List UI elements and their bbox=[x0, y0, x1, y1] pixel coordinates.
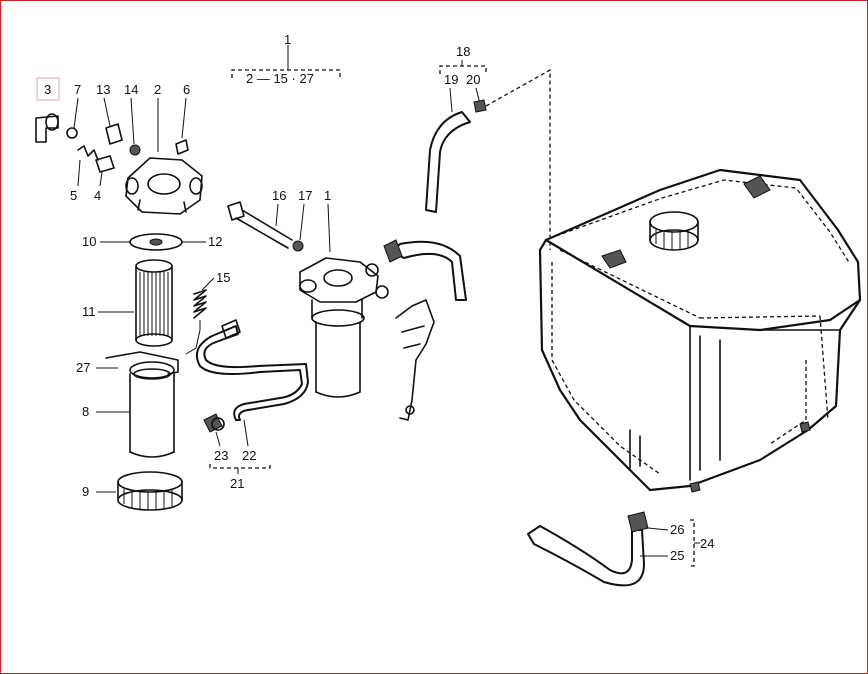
ring-nut-9 bbox=[117, 471, 183, 511]
label-11: 11 bbox=[82, 304, 96, 319]
label-26: 26 bbox=[670, 522, 684, 537]
mounting-bracket bbox=[395, 299, 435, 421]
label-17: 17 bbox=[298, 188, 312, 203]
bolt-16 bbox=[227, 201, 293, 249]
plug-13 bbox=[105, 123, 123, 145]
label-4: 4 bbox=[94, 188, 101, 203]
label-2: 2 bbox=[154, 82, 161, 97]
hose-19 bbox=[425, 99, 487, 213]
nut-14 bbox=[129, 144, 141, 156]
label-12: 12 bbox=[208, 234, 222, 249]
label-22: 22 bbox=[242, 448, 256, 463]
highlight-box-3 bbox=[36, 77, 60, 101]
label-15: 15 bbox=[216, 270, 230, 285]
label-16: 16 bbox=[272, 188, 286, 203]
label-10: 10 bbox=[82, 234, 96, 249]
bleed-screw-6 bbox=[175, 139, 189, 155]
label-3: 3 bbox=[44, 82, 51, 97]
hose-clamp-23 bbox=[203, 413, 225, 433]
hose-22 bbox=[196, 319, 309, 421]
label-7: 7 bbox=[74, 82, 81, 97]
label-25: 25 bbox=[670, 548, 684, 563]
filter-head-2 bbox=[125, 157, 203, 215]
label-6: 6 bbox=[183, 82, 190, 97]
label-8: 8 bbox=[82, 404, 89, 419]
gasket-10-12 bbox=[129, 233, 183, 251]
washer-7 bbox=[66, 127, 78, 139]
fuel-tank bbox=[538, 168, 862, 493]
label-19: 19 bbox=[444, 72, 458, 87]
filter-element-11 bbox=[135, 259, 173, 347]
label-1-group: 2 — 15 · 27 bbox=[246, 71, 314, 86]
filter-assembly-1 bbox=[299, 257, 389, 398]
drain-hose-25 bbox=[527, 511, 649, 587]
label-5: 5 bbox=[70, 188, 77, 203]
washer-17 bbox=[292, 240, 304, 252]
hose-return bbox=[383, 239, 467, 301]
spring-5 bbox=[77, 145, 99, 161]
label-14: 14 bbox=[124, 82, 138, 97]
elbow-fitting-3 bbox=[35, 113, 59, 143]
label-9: 9 bbox=[82, 484, 89, 499]
label-23: 23 bbox=[214, 448, 228, 463]
callout-24-25-26: 26 25 24 bbox=[640, 519, 714, 567]
label-24: 24 bbox=[700, 536, 714, 551]
group-bracket-1: 1 2 — 15 · 27 bbox=[231, 32, 341, 86]
label-1b: 1 bbox=[324, 188, 331, 203]
spring-15 bbox=[185, 289, 207, 355]
label-13: 13 bbox=[96, 82, 110, 97]
bowl-8 bbox=[105, 351, 179, 458]
label-27: 27 bbox=[76, 360, 90, 375]
label-18: 18 bbox=[456, 44, 470, 59]
label-20: 20 bbox=[466, 72, 480, 87]
label-21: 21 bbox=[230, 476, 244, 491]
seal-4 bbox=[95, 155, 115, 173]
label-1: 1 bbox=[284, 32, 291, 47]
